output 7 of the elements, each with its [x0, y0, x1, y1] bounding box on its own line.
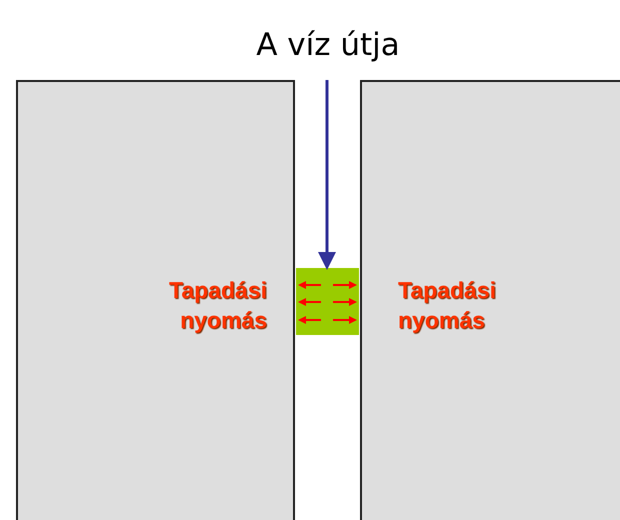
arrow	[318, 80, 336, 270]
node-label: Tapadási nyomás	[398, 276, 497, 335]
node-label: Tapadási nyomás	[168, 276, 267, 335]
wall-block	[16, 80, 295, 520]
title: A víz útja	[255, 26, 401, 65]
water-plug	[296, 268, 359, 335]
wall-block	[360, 80, 620, 520]
